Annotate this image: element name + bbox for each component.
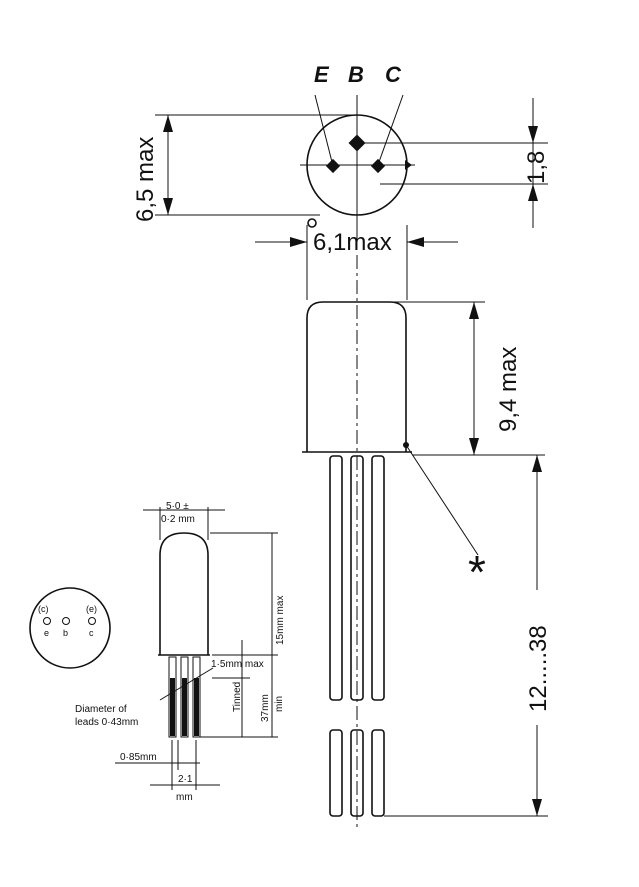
leads-lower: [329, 729, 385, 817]
top-view: E B C: [300, 62, 415, 240]
tab-asterisk: *: [468, 546, 486, 598]
base-view-outline: [29, 587, 111, 669]
dimension-lead-length: 12.....38: [384, 455, 552, 817]
pin-emitter-marker: [325, 158, 341, 174]
pin-base-marker: [348, 134, 366, 152]
package-body: [306, 301, 407, 452]
inset-tinned-label: Tinned: [232, 682, 243, 712]
inset-lead-length-label-b: min: [274, 696, 285, 712]
side-view: *: [302, 255, 486, 830]
arrow-down: [532, 799, 542, 816]
base-label-e-top: (e): [86, 604, 97, 614]
inset-lead-2-tinned: [182, 678, 187, 736]
inset-lead-2-outline: [180, 656, 189, 738]
tab-leader: [405, 444, 479, 556]
inset-lead-1-outline: [168, 656, 177, 738]
lead-collector-upper: [371, 455, 385, 701]
base-label-e: e: [44, 628, 49, 638]
dim-label-body-height: 9,4 max: [495, 347, 522, 432]
base-pin-b: [62, 617, 70, 625]
inset-pitch-b-b: mm: [176, 792, 193, 803]
inset-pitch-b-a: 2·1: [178, 774, 193, 785]
inset-side-view: [158, 532, 214, 738]
arrow-up: [163, 115, 173, 132]
arrow-up: [469, 302, 479, 319]
arrow-down: [469, 438, 479, 455]
dim-label-lead-length: 12.....38: [525, 625, 552, 712]
inset-lead-1-tinned: [170, 678, 175, 736]
arrow-left: [407, 237, 424, 247]
pin-label-emitter: E: [314, 62, 330, 87]
pin-collector-marker: [370, 158, 386, 174]
lead-emitter-lower: [329, 729, 343, 817]
inset-lead-leader: [159, 667, 214, 701]
inset-pitch-a: 0·85mm: [120, 752, 157, 763]
lead-emitter-upper: [329, 455, 343, 701]
dim-label-diameter: 6,1max: [313, 229, 392, 256]
pin-label-collector: C: [385, 62, 402, 87]
arrow-up: [532, 455, 542, 472]
inset-diameter-tol: 0·2 mm: [161, 514, 195, 525]
base-label-b: b: [63, 628, 68, 638]
collector-leader: [378, 94, 404, 163]
base-label-c-top: (c): [38, 604, 49, 614]
lead-collector-lower: [371, 729, 385, 817]
inset-lead-3-outline: [192, 656, 201, 738]
arrow-right: [290, 237, 307, 247]
inset-lead-diameter-a: Diameter of: [75, 704, 127, 715]
dimension-pin-offset: 1,8: [360, 98, 550, 228]
inset-body: [159, 532, 209, 655]
inset-lead-length-label-a: 37mm: [260, 694, 271, 722]
inset-lead-gap-label: 1·5mm max: [211, 659, 264, 670]
top-view-tab: [405, 160, 412, 170]
base-label-c: c: [89, 628, 94, 638]
emitter-leader: [314, 94, 333, 163]
top-view-index: [307, 218, 317, 228]
inset-dim-pitch: 0·85mm 2·1 mm: [115, 740, 220, 803]
dimension-diameter: 6,1max: [255, 225, 458, 300]
base-pin-c: [88, 617, 96, 625]
arrow-down: [528, 126, 538, 143]
dimension-body-height: 9,4 max: [360, 301, 545, 456]
dim-label-height-top: 6,5 max: [132, 137, 159, 222]
inset-diameter-label: 5·0 ±: [166, 501, 189, 512]
inset-base-view: (c) (e) e b c: [29, 587, 111, 669]
arrow-up: [528, 184, 538, 201]
inset-lead-3-tinned: [194, 678, 199, 736]
base-pin-e: [43, 617, 51, 625]
dimension-height-top: 6,5 max: [132, 114, 358, 222]
dim-label-pin-offset: 1,8: [523, 151, 550, 184]
inset-dim-diameter: 5·0 ± 0·2 mm: [143, 501, 225, 540]
pin-label-base: B: [348, 62, 364, 87]
leads-upper: [329, 455, 385, 701]
inset-lead-diameter-b: leads 0·43mm: [75, 717, 138, 728]
inset-dim-vertical: 15mm max 1·5mm max Tinned 37mm min: [200, 532, 286, 738]
arrow-down: [163, 198, 173, 215]
inset-body-height-label: 15mm max: [275, 596, 286, 645]
